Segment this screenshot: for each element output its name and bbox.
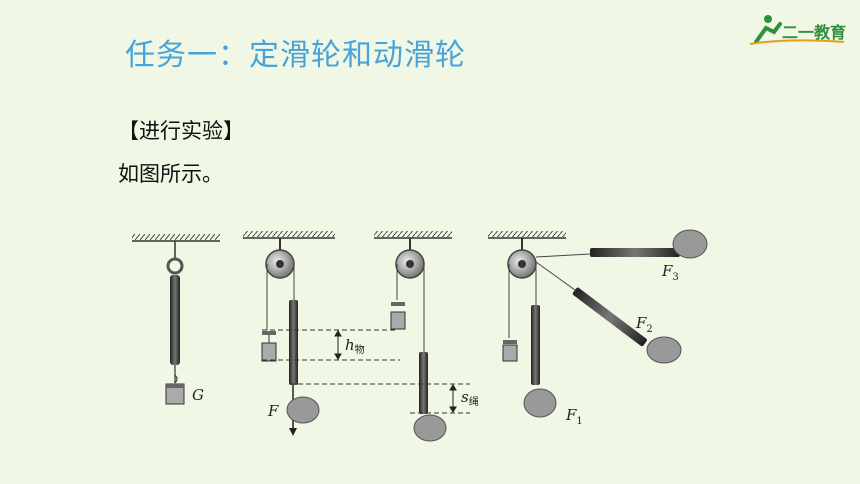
label-s: s绳	[461, 388, 479, 408]
dimension-arrows	[334, 330, 457, 413]
setup-force-directions	[502, 229, 708, 418]
logo-text: 二一教育	[782, 23, 847, 42]
ceiling-supports	[132, 231, 566, 242]
setup-fixed-pulley	[261, 238, 320, 436]
label-G: G	[192, 386, 204, 404]
label-F3: F3	[661, 262, 679, 283]
label-F: F	[267, 402, 279, 420]
label-h: h物	[345, 336, 365, 356]
figure-caption: 如图所示。	[118, 162, 223, 186]
label-F1: F1	[565, 406, 583, 427]
logo-runner-icon	[749, 15, 845, 45]
measurement-lines	[262, 329, 470, 414]
setup-direct-weighing	[165, 241, 185, 405]
page-title: 任务一：定滑轮和动滑轮	[125, 38, 466, 73]
section-heading: 【进行实验】	[118, 119, 244, 143]
setup-fixed-pulley-pulled	[390, 238, 447, 442]
label-F2: F2	[635, 314, 653, 335]
